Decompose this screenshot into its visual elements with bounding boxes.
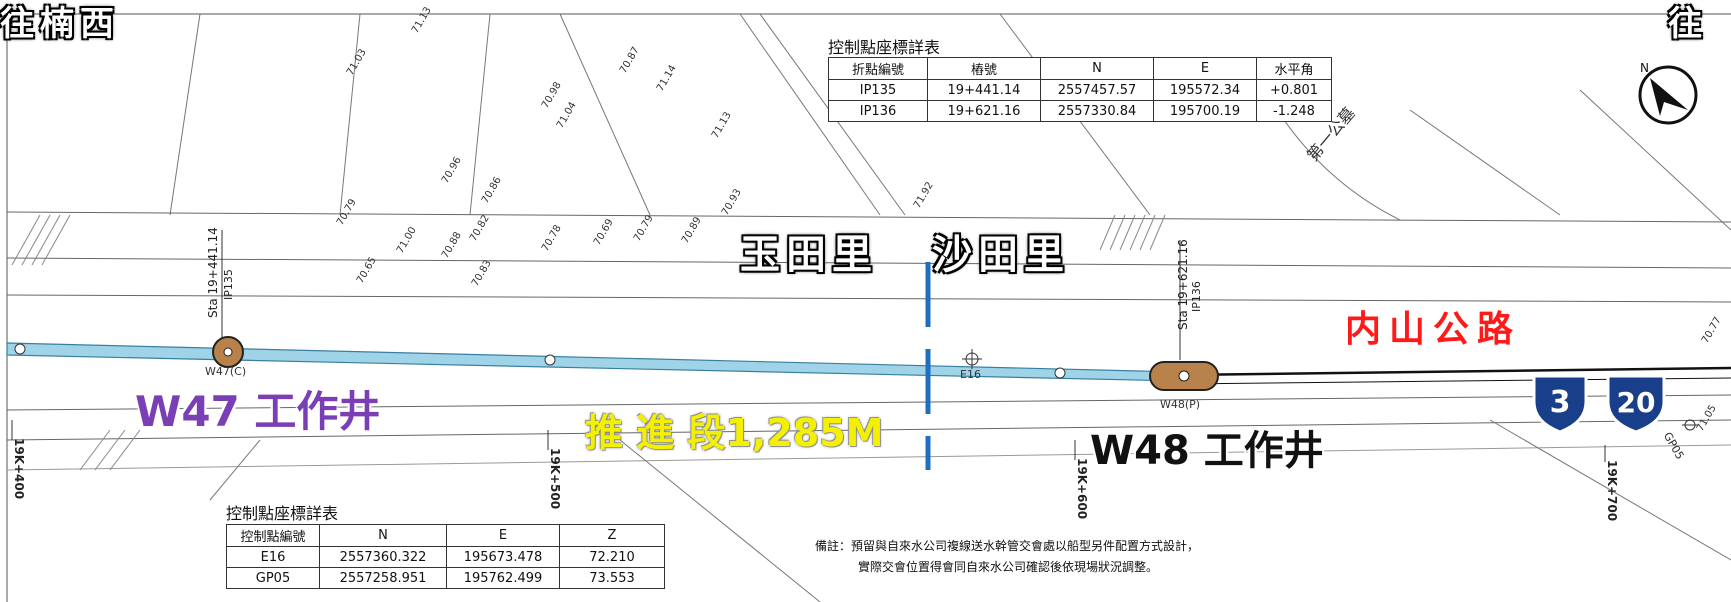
w47-shaft [212, 230, 244, 368]
station-19k700: 19K+700 [1605, 460, 1619, 522]
table-header-row: 折點編號 樁號 N E 水平角 [828, 57, 1332, 80]
table-cell: E16 [226, 546, 320, 568]
table-cell: GP05 [226, 567, 320, 589]
remark-line-1: 備註：預留與自來水公司複線送水幹管交會處以船型另件配置方式設計， [815, 539, 1200, 553]
table-cell: 19+441.14 [927, 79, 1041, 101]
w48-shaft [1149, 240, 1219, 391]
e16-label: E16 [960, 368, 981, 381]
svg-text:N: N [1640, 61, 1649, 75]
direction-left-label: 往楠西 [0, 4, 120, 44]
remark-line-2: 實際交會位置得會同自來水公司確認後依現場狀況調整。 [858, 560, 1159, 574]
table-cell: 19+621.16 [927, 100, 1041, 122]
route-shield-3-number: 3 [1550, 385, 1571, 420]
table-row: IP135 19+441.14 2557457.57 195572.34 +0.… [828, 79, 1332, 101]
table-cell: 2557330.84 [1040, 100, 1154, 122]
table-cell: 195572.34 [1153, 79, 1257, 101]
table-header-cell: 折點編號 [828, 57, 928, 80]
hatch-areas [11, 214, 1166, 471]
table-cell: 72.210 [559, 546, 665, 568]
table-cell: 195762.499 [446, 567, 560, 589]
table-row: GP05 2557258.951 195762.499 73.553 [226, 567, 665, 589]
e16-marker [962, 349, 982, 369]
pipe-alignment [6, 342, 1181, 382]
table-row: IP136 19+621.16 2557330.84 195700.19 -1.… [828, 100, 1332, 122]
w47-shaft-tag: W47(C) [205, 365, 247, 378]
table-cell: 73.553 [559, 567, 665, 589]
table-cell: 2557360.322 [319, 546, 447, 568]
ctrl-table-title: 控制點座標詳表 [226, 504, 339, 523]
table-cell: IP135 [828, 79, 928, 101]
route-shield-3: 3 [1532, 374, 1588, 434]
direction-right-label: 往 [1668, 4, 1708, 44]
village-left-label: 玉田里 [740, 232, 878, 278]
table-header-cell: N [1040, 57, 1154, 80]
station-19k400: 19K+400 [12, 438, 26, 500]
table-cell: -1.248 [1256, 100, 1332, 122]
table-header-row: 控制點編號 N E Z [226, 524, 665, 547]
gp05-marker [1682, 419, 1698, 431]
table-header-cell: Z [559, 524, 665, 547]
sta-ip135-label: Sta 19+441.14 [206, 227, 220, 318]
table-header-cell: N [319, 524, 447, 547]
ip135-label: IP135 [222, 269, 235, 300]
road-name-label: 内山公路 [1345, 309, 1522, 350]
table-header-cell: 樁號 [927, 57, 1041, 80]
table-cell: 2557258.951 [319, 567, 447, 589]
village-right-label: 沙田里 [932, 232, 1070, 278]
ctrl-coordinate-table: 控制點編號 N E Z E16 2557360.322 195673.478 7… [226, 524, 665, 589]
table-row: E16 2557360.322 195673.478 72.210 [226, 546, 665, 568]
w47-shaft-label: W47 工作井 [135, 387, 381, 436]
jacking-segment-label: 推 進 段1,285M [585, 411, 884, 455]
station-19k600: 19K+600 [1075, 458, 1089, 520]
table-header-cell: 水平角 [1256, 57, 1332, 80]
table-cell: IP136 [828, 100, 928, 122]
route-shield-20-number: 20 [1617, 386, 1656, 419]
table-cell: 195673.478 [446, 546, 560, 568]
table-header-cell: E [1153, 57, 1257, 80]
table-header-cell: E [446, 524, 560, 547]
ip-table-title: 控制點座標詳表 [828, 38, 941, 57]
ip-coordinate-table: 折點編號 樁號 N E 水平角 IP135 19+441.14 2557457.… [828, 57, 1332, 122]
ip136-label: IP136 [1190, 281, 1203, 312]
table-cell: 2557457.57 [1040, 79, 1154, 101]
w48-shaft-tag: W48(P) [1160, 398, 1201, 411]
table-cell: 195700.19 [1153, 100, 1257, 122]
w48-shaft-label: W48 工作井 [1090, 428, 1324, 474]
table-cell: +0.801 [1256, 79, 1332, 101]
sta-ip136-label: Sta 19+621.16 [1176, 239, 1190, 330]
north-arrow-icon: N [1638, 61, 1698, 125]
station-19k500: 19K+500 [548, 448, 562, 510]
route-shield-20: 20 [1606, 374, 1666, 434]
table-header-cell: 控制點編號 [226, 524, 320, 547]
pipe-alignment-east [1179, 366, 1731, 377]
